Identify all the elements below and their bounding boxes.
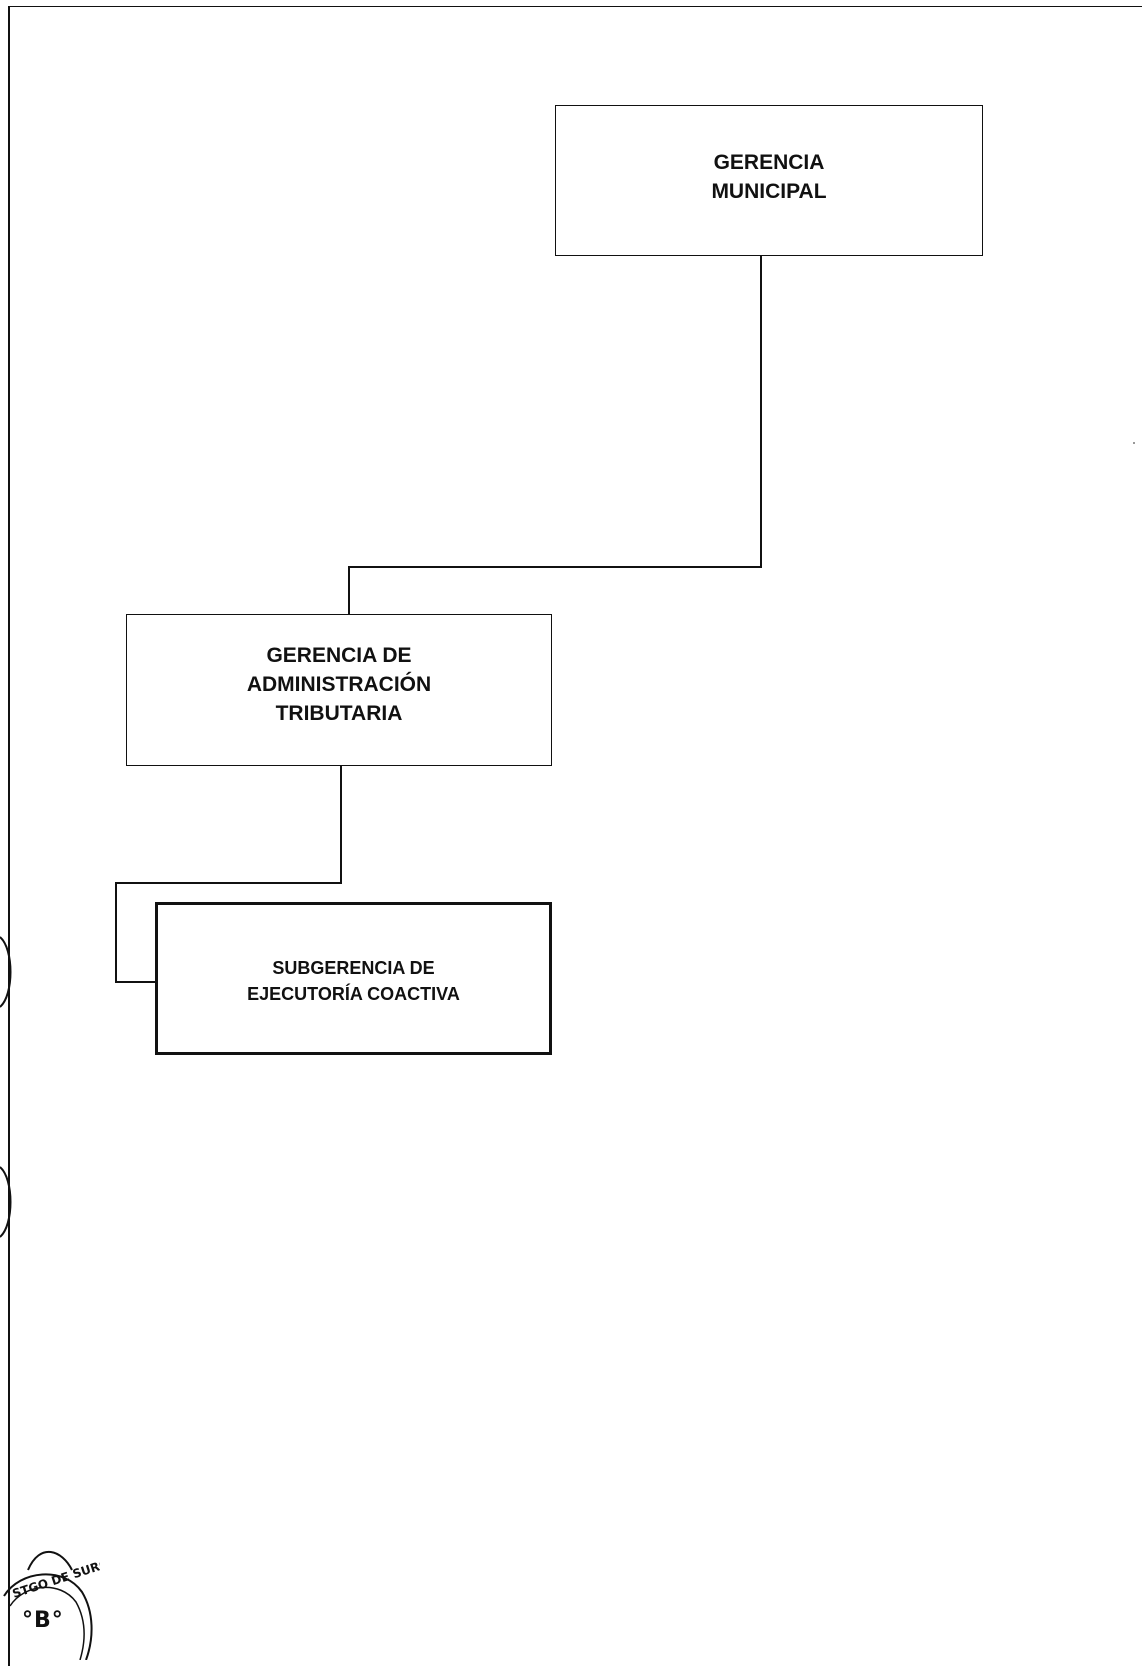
- node-gerencia-municipal: GERENCIA MUNICIPAL: [555, 105, 983, 256]
- page-frame: [8, 6, 1142, 1666]
- svg-text:STGO DE SURCO: STGO DE SURCO: [11, 1554, 100, 1601]
- municipal-seal-stamp-icon: STGO DE SURCO: [3, 1550, 100, 1660]
- node-label-gerencia-municipal: GERENCIA MUNICIPAL: [711, 151, 827, 203]
- stamp-arc-fragment-icon: [0, 936, 12, 1008]
- node-subgerencia-ejecutoria-coactiva: SUBGERENCIA DE EJECUTORÍA COACTIVA: [155, 902, 552, 1055]
- stamp-text: °B°: [22, 1608, 64, 1633]
- scan-artifact: [1133, 442, 1135, 444]
- node-label-subgerencia-ejecutoria-coactiva: SUBGERENCIA DE EJECUTORÍA COACTIVA: [247, 958, 460, 1004]
- node-label-gerencia-administracion-tributaria: GERENCIA DE ADMINISTRACIÓN TRIBUTARIA: [246, 644, 432, 725]
- node-gerencia-administracion-tributaria: GERENCIA DE ADMINISTRACIÓN TRIBUTARIA: [126, 614, 552, 766]
- stamp-arc-fragment-icon: [0, 1166, 12, 1238]
